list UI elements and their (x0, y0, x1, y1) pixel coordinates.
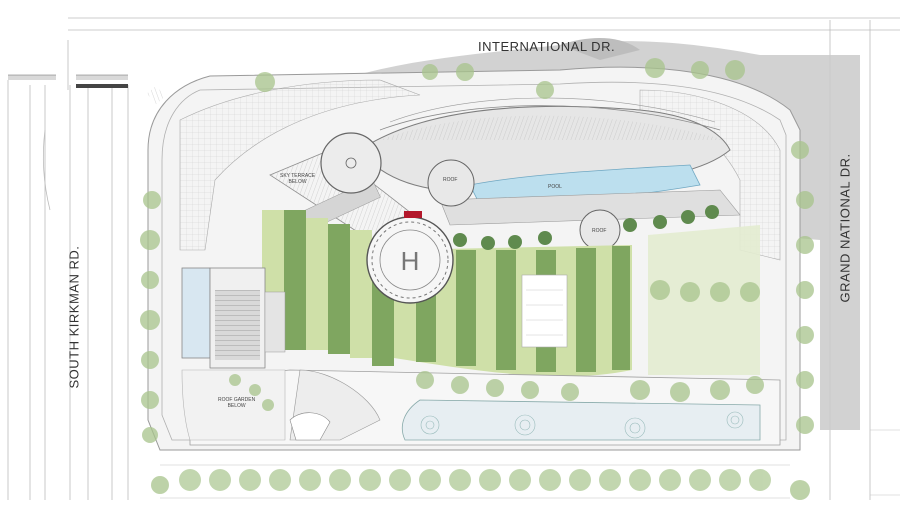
helipad-marker (404, 211, 422, 218)
trees (140, 58, 814, 500)
crosswalk-corner (146, 85, 166, 105)
sky-terrace-label-line2: BELOW (288, 179, 307, 185)
street-label-south-kirkman: SOUTH KIRKMAN RD. (66, 245, 82, 389)
roof-garden-label-line1: ROOF GARDEN (218, 397, 256, 403)
street-label-grand-national: GRAND NATIONAL DR. (837, 153, 853, 303)
event-court (521, 274, 568, 348)
sky-terrace-label-line1: SKY TERRACE (280, 173, 316, 179)
west-entrance-building (181, 267, 286, 369)
roof-garden-label: ROOF GARDEN BELOW (218, 397, 255, 409)
pool-label: POOL (548, 184, 562, 190)
plaza-paving (179, 79, 421, 251)
roof-drum-center (427, 159, 475, 207)
helipad: H (366, 216, 454, 304)
svg-text:H: H (401, 246, 420, 276)
tree-row-dark (453, 205, 719, 250)
roof-garden-label-line2: BELOW (227, 403, 246, 409)
west-road (7, 80, 129, 500)
roof-label-east: ROOF (592, 228, 607, 234)
street-tree-row (179, 469, 771, 491)
roof-tower-west (320, 132, 382, 194)
roof-label-center: ROOF (443, 177, 458, 183)
reflecting-pool (401, 399, 761, 441)
east-lawn (648, 225, 760, 375)
street-label-international: INTERNATIONAL DR. (478, 39, 616, 54)
crosswalk-west (8, 74, 128, 88)
sky-terrace-label: SKY TERRACE BELOW (280, 173, 315, 185)
